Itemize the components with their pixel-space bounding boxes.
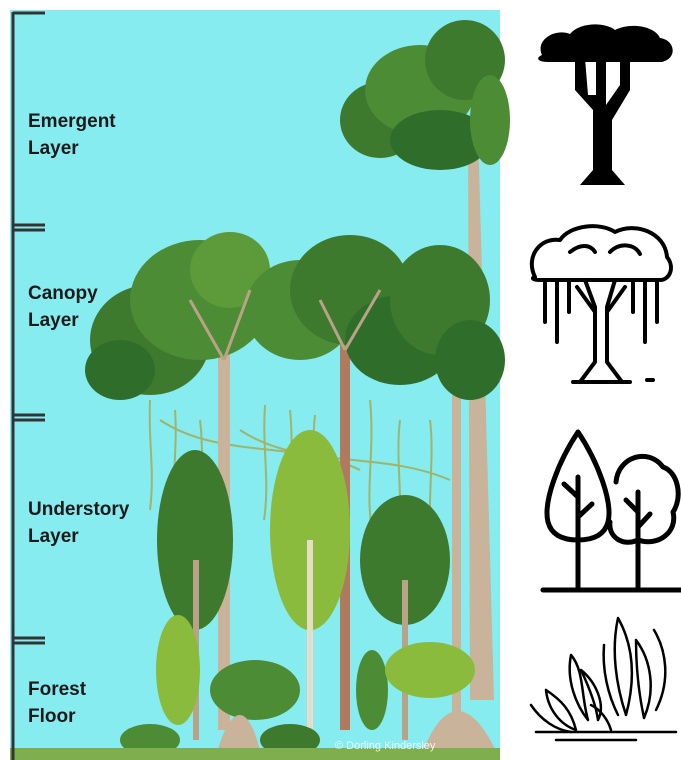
forest-floor-plants-icon xyxy=(526,610,681,750)
layer-label-canopy: Canopy Layer xyxy=(28,280,98,334)
layer-label-floor: Forest Floor xyxy=(28,676,86,730)
canopy-tree-icon xyxy=(525,222,675,387)
layer-label-emergent: Emergent Layer xyxy=(28,108,116,162)
emergent-tree-icon xyxy=(530,20,680,185)
understory-trees-icon xyxy=(538,422,681,597)
copyright-watermark: © Dorling Kindersley xyxy=(335,740,435,752)
layer-label-understory: Understory Layer xyxy=(28,496,129,550)
